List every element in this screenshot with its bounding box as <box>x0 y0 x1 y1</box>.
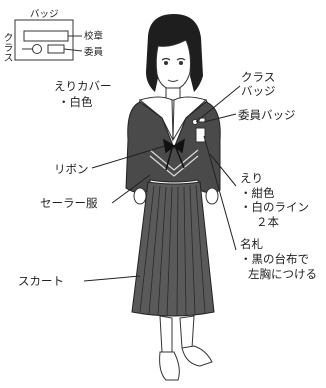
right-shoe <box>181 345 213 367</box>
ribbon-label: リボン <box>54 162 89 176</box>
collar-leader <box>209 153 237 187</box>
hair <box>146 14 203 92</box>
collar-white-line-1 <box>149 149 199 171</box>
sailor-uniform-leader <box>111 174 151 204</box>
class-char-3: ス <box>3 53 14 64</box>
mouth <box>167 79 179 82</box>
committee-badge-label: 委員バッジ <box>238 108 296 122</box>
left-hand <box>133 187 147 205</box>
leader-lines <box>83 85 241 282</box>
right-hand <box>205 187 219 205</box>
committee-badge-rect <box>47 44 65 54</box>
class-badge-circle <box>32 44 42 54</box>
name-tag-desc-1: ・黒の台布で <box>240 252 309 266</box>
class-badge-label-1: クラス <box>241 70 276 84</box>
collar-cover <box>138 96 207 142</box>
collar-line-count-label: ２本 <box>256 215 279 229</box>
right-eye <box>176 57 186 61</box>
committee-label: 委員 <box>84 47 104 58</box>
name-tag-label: 名札 <box>240 237 263 251</box>
collar-label: えり <box>240 171 263 185</box>
skirt-pleats <box>139 184 206 317</box>
class-badge-leader <box>195 85 241 123</box>
neck <box>165 87 181 101</box>
class-char-1: ク <box>3 33 14 44</box>
emblem-label: 校章 <box>84 31 104 42</box>
right-leg <box>179 315 195 349</box>
committee-badge-leader <box>203 113 237 123</box>
badge-diagram <box>14 19 83 61</box>
badge-frame <box>14 19 74 61</box>
name-tag <box>195 127 206 143</box>
name-tag-leader <box>203 135 237 251</box>
class-badge <box>192 119 198 125</box>
class-char-2: ラ <box>3 43 14 54</box>
school-emblem-bar <box>23 30 69 42</box>
skirt-leader <box>83 275 141 282</box>
left-eye <box>161 57 171 61</box>
sailor-uniform-label: セーラー服 <box>40 196 98 210</box>
committee-leader <box>63 48 83 52</box>
name-tag-desc-2: 左胸につける <box>248 267 317 281</box>
collar-white-line-2 <box>149 155 199 177</box>
class-badge-label-2: バッジ <box>241 84 276 98</box>
badge-diagram-title: バッジ <box>30 9 59 20</box>
collar-cover-color: ・白色 <box>58 95 93 109</box>
collar-white-line-label: ・白のライン <box>240 200 309 214</box>
skirt-label: スカート <box>18 274 64 288</box>
class-side-label: ク ラ ス <box>3 34 14 64</box>
ribbon-leader <box>91 145 166 169</box>
face <box>155 39 191 91</box>
collar-navy-label: ・紺色 <box>240 186 275 200</box>
right-pupil <box>179 61 183 65</box>
left-pupil <box>164 61 168 65</box>
left-shoe <box>159 351 180 381</box>
collar-cover-label: えりカバー <box>54 79 112 93</box>
left-leg <box>159 315 173 353</box>
